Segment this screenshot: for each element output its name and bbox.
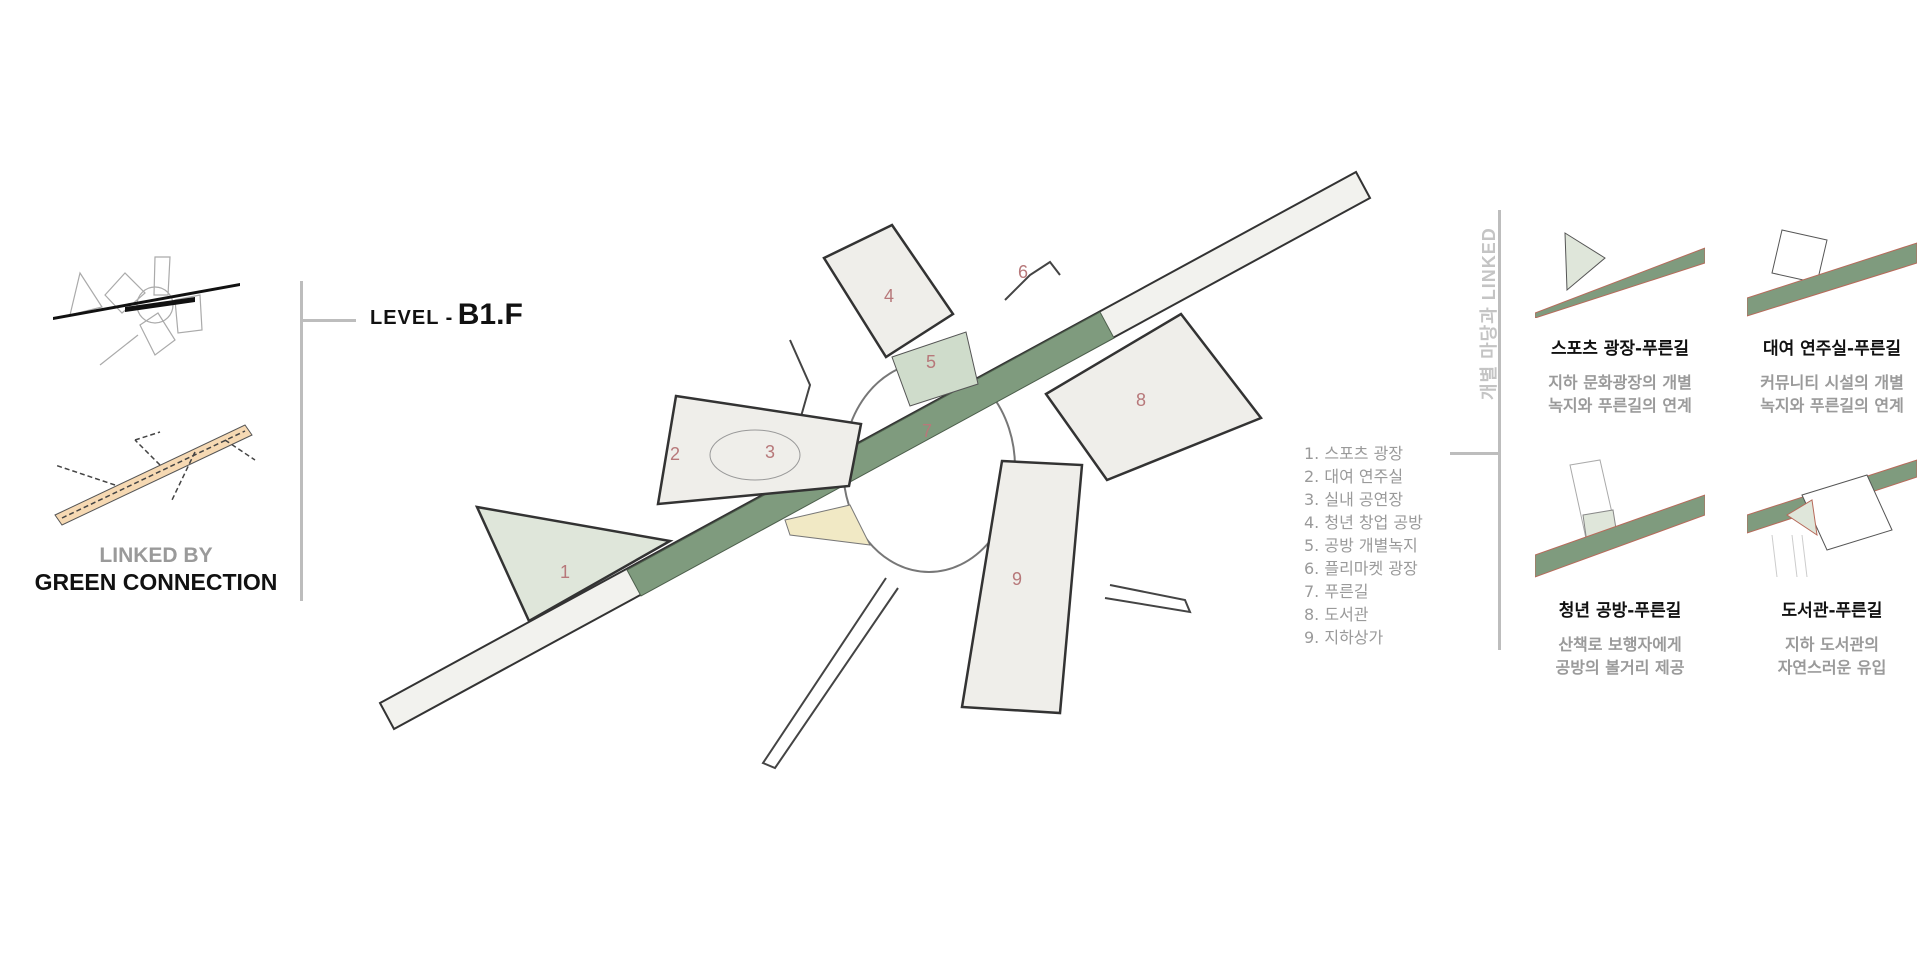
- hall-3-green: [784, 504, 871, 546]
- legend-item: 9. 지하상가: [1304, 628, 1384, 647]
- library-link-thumbnail: [1747, 459, 1917, 578]
- green-connection-diagram: [54, 424, 256, 526]
- level-connector: [300, 319, 356, 322]
- card-title: 대여 연주실-푸른길: [1762, 339, 1902, 359]
- plan-label-5: 5: [926, 352, 936, 372]
- plan-label-7: 7: [922, 421, 932, 441]
- arm-south-east: [1104, 584, 1192, 614]
- legend-item: 4. 청년 창업 공방: [1304, 513, 1423, 532]
- library-block: [1044, 312, 1263, 482]
- arm-north-east: [1004, 260, 1061, 301]
- plan-label-6: 6: [1018, 262, 1028, 282]
- card-title: 도서관-푸른길: [1781, 601, 1883, 621]
- concept-line1: LINKED BY: [99, 544, 213, 567]
- arm-southwest: [761, 577, 899, 770]
- side-title: 개별 마당과 LINKED: [1479, 227, 1499, 400]
- card-title: 청년 공방-푸른길: [1558, 601, 1682, 621]
- legend-list: 1. 스포츠 광장 2. 대여 연주실 3. 실내 공연장 4. 청년 창업 공…: [1304, 442, 1423, 649]
- plan-label-1: 1: [560, 562, 570, 582]
- plan-label-9: 9: [1012, 569, 1022, 589]
- green-path: [626, 311, 1115, 597]
- card-title: 스포츠 광장-푸른길: [1550, 339, 1690, 359]
- legend-item: 8. 도서관: [1304, 605, 1369, 624]
- divider-left: [300, 281, 303, 601]
- legend-item: 2. 대여 연주실: [1304, 467, 1404, 486]
- workshop-block: [822, 223, 955, 359]
- workshop-link-thumbnail: [1535, 459, 1705, 578]
- arm-north: [789, 339, 812, 421]
- plan-label-3: 3: [765, 442, 775, 462]
- level-title: LEVEL - B1.F: [370, 298, 523, 332]
- legend-item: 1. 스포츠 광장: [1304, 444, 1404, 463]
- legend-item: 5. 공방 개별녹지: [1304, 536, 1418, 555]
- rehearsal-hall-block: [656, 394, 863, 506]
- workshop-green: [891, 331, 979, 407]
- rehearsal-link-thumbnail: [1747, 229, 1917, 317]
- sports-plaza: [474, 505, 674, 623]
- concept-line2: GREEN CONNECTION: [34, 569, 278, 595]
- legend-item: 6. 플리마켓 광장: [1304, 559, 1418, 578]
- level-floor: B1.F: [457, 298, 523, 331]
- divider-right: [1498, 210, 1501, 650]
- plan-label-2: 2: [670, 444, 680, 464]
- sports-link-thumbnail: [1535, 232, 1705, 318]
- site-key-diagram: [53, 256, 240, 366]
- plan-label-8: 8: [1136, 390, 1146, 410]
- level-prefix: LEVEL -: [370, 307, 454, 329]
- floor-plan: 1 2 3 4 5 6 7 8 9: [378, 170, 1372, 770]
- legend-connector: [1450, 452, 1500, 455]
- legend-item: 3. 실내 공연장: [1304, 490, 1404, 509]
- legend-item: 7. 푸른길: [1304, 582, 1369, 601]
- underground-mall: [960, 459, 1084, 715]
- plan-label-4: 4: [884, 286, 894, 306]
